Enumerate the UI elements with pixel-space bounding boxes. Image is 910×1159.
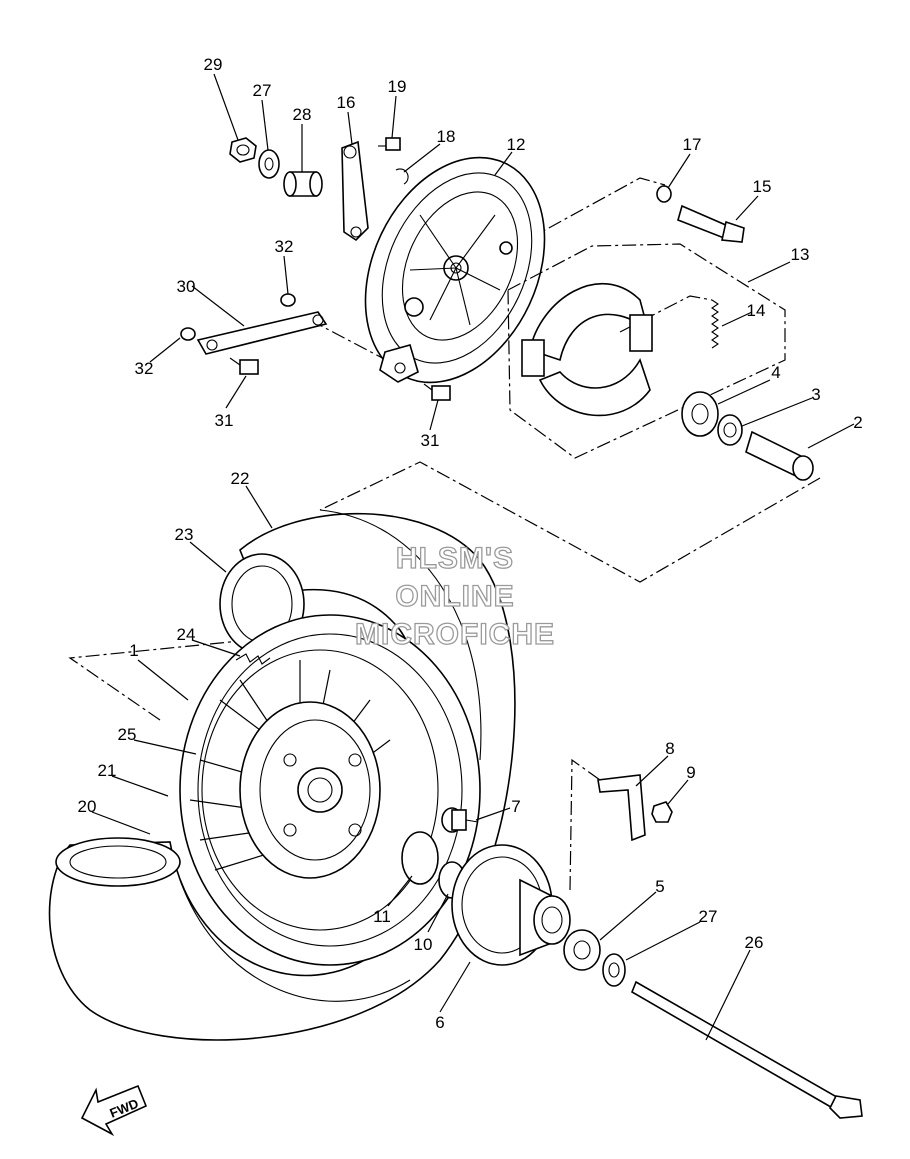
callout-21: 21	[98, 761, 117, 780]
watermark-line-1: HLSM'S	[396, 542, 514, 575]
washer-27-top	[258, 149, 280, 179]
callout-24: 24	[177, 625, 196, 644]
callout-22: 22	[231, 469, 250, 488]
brake-shoe-kit	[507, 243, 786, 459]
callout-32-left: 32	[135, 359, 154, 378]
watermark-line-3: MICROFICHE	[355, 618, 555, 651]
brake-panel-group	[180, 137, 745, 401]
bracket-8	[597, 774, 646, 842]
collar-28	[283, 171, 323, 197]
callout-7: 7	[511, 797, 520, 816]
axle-26	[631, 980, 863, 1119]
cam-lever	[341, 140, 369, 242]
valve-24	[235, 653, 271, 665]
callout-19: 19	[388, 77, 407, 96]
callout-2: 2	[853, 413, 862, 432]
wheel-group	[48, 509, 516, 1041]
callout-31-center: 31	[421, 431, 440, 450]
callout-10: 10	[414, 935, 433, 954]
callout-25: 25	[118, 725, 137, 744]
fwd-arrow: FWD	[80, 1084, 148, 1137]
bolt-19	[378, 137, 401, 151]
camshaft-15	[677, 204, 745, 243]
o-ring-11	[401, 831, 439, 885]
callout-30: 30	[177, 277, 196, 296]
callout-31-left: 31	[215, 411, 234, 430]
nut-9	[651, 801, 673, 823]
callout-16: 16	[337, 93, 356, 112]
callout-18: 18	[437, 127, 456, 146]
callout-11: 11	[373, 907, 391, 926]
callout-15: 15	[753, 177, 772, 196]
callout-23: 23	[175, 525, 194, 544]
brake-panel	[364, 156, 546, 384]
washer-27-bottom	[602, 953, 626, 987]
callout-9: 9	[686, 763, 695, 782]
callout-4: 4	[771, 363, 780, 382]
callout-12: 12	[507, 135, 526, 154]
fwd-arrow-icon	[80, 1084, 148, 1137]
watermark-line-2: ONLINE	[395, 580, 514, 613]
nut-32-a	[280, 293, 296, 307]
callout-32-top: 32	[275, 237, 294, 256]
callout-8: 8	[665, 739, 674, 758]
callout-6: 6	[435, 1013, 444, 1032]
callout-27: 27	[253, 81, 272, 100]
hub	[239, 701, 381, 879]
bearing-4	[681, 391, 719, 437]
drive-hub-6	[451, 844, 571, 966]
callout-labels: 29 27 28 16 19 18 12 17 15 13 14 32 30 3…	[78, 55, 863, 1032]
collar-2	[745, 430, 814, 481]
callout-29: 29	[204, 55, 223, 74]
callout-28: 28	[293, 105, 312, 124]
nut-32-b	[180, 327, 196, 341]
torque-arm	[196, 311, 328, 355]
callout-27-bottom: 27	[699, 907, 718, 926]
seal-3	[717, 414, 743, 446]
callout-26: 26	[745, 933, 764, 952]
bolt-31-a	[229, 357, 259, 375]
callout-20: 20	[78, 797, 97, 816]
callout-13: 13	[791, 245, 810, 264]
rim-band-20	[55, 837, 181, 887]
callout-3: 3	[811, 385, 820, 404]
spring-14	[711, 299, 719, 349]
watermark: HLSM'S ONLINE MICROFICHE	[354, 541, 555, 651]
washer-17	[656, 185, 672, 203]
nut-29	[229, 137, 257, 163]
bearing-5	[563, 929, 601, 971]
damper-7	[441, 807, 479, 833]
circlip-18	[395, 168, 409, 185]
callout-17: 17	[683, 135, 702, 154]
callout-5: 5	[655, 877, 664, 896]
callout-14: 14	[747, 301, 766, 320]
leader-lines	[91, 73, 855, 1041]
bolt-31-b	[423, 383, 451, 401]
callout-1: 1	[129, 641, 138, 660]
